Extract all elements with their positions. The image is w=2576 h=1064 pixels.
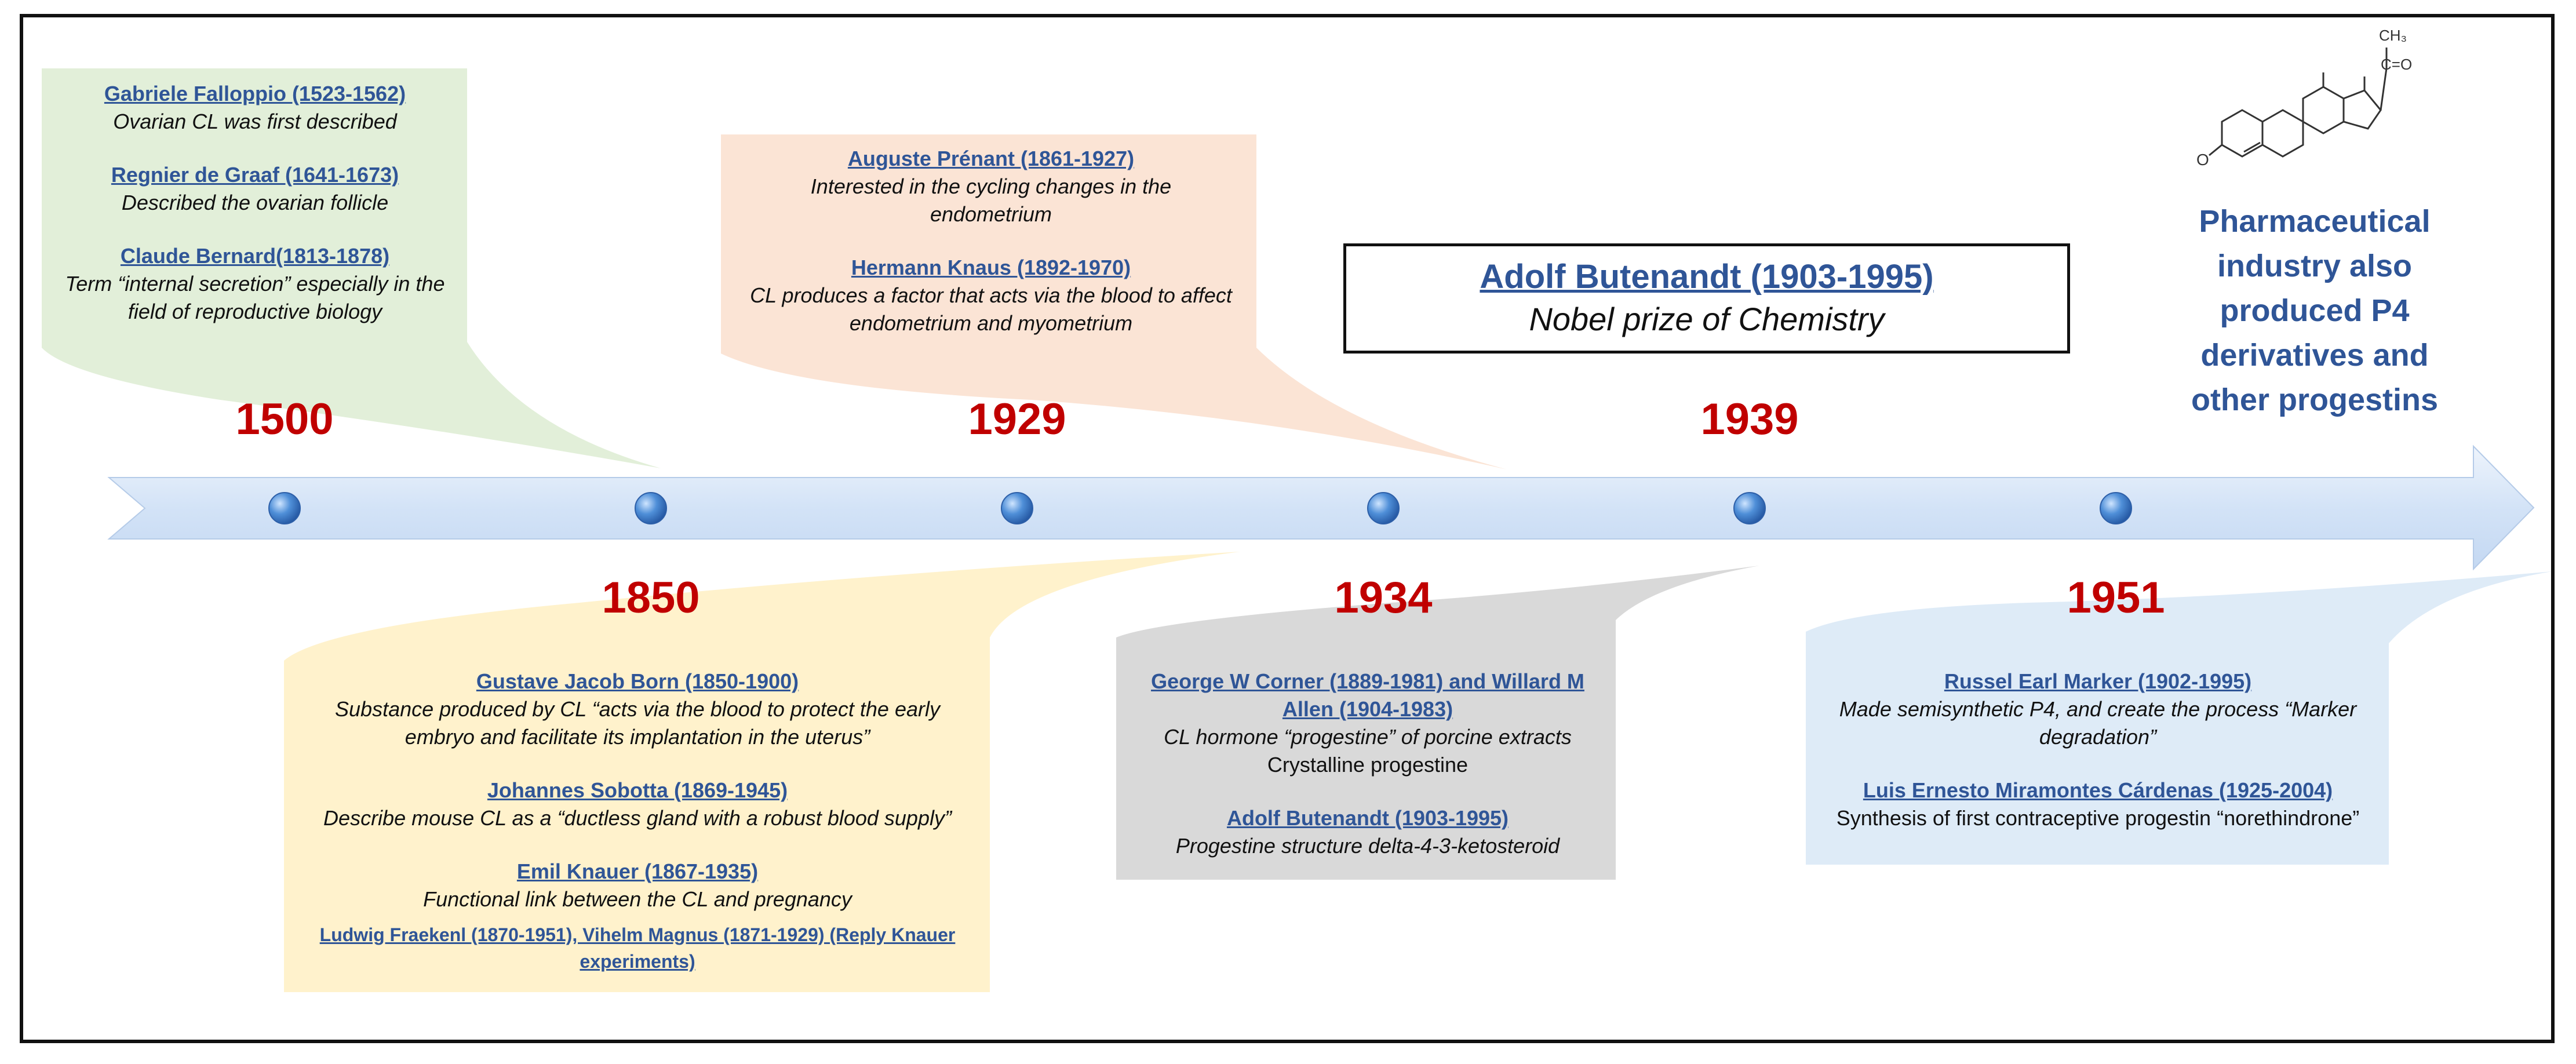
timeline-dot-3 xyxy=(1001,492,1033,524)
year-1929: 1929 xyxy=(968,395,1066,444)
timeline-dot-4 xyxy=(1367,492,1400,524)
year-1951: 1951 xyxy=(2067,573,2165,622)
entry-name-fraenkel-magnus[interactable]: Ludwig Fraekenl (1870-1951), Vihelm Magn… xyxy=(319,924,956,972)
box-1500: Gabriele Falloppio (1523-1562) Ovarian C… xyxy=(58,80,452,326)
timeline-dots xyxy=(268,492,2132,524)
entry-desc-falloppio: Ovarian CL was first described xyxy=(113,110,397,133)
box-1929: Auguste Prénant (1861-1927) Interested i… xyxy=(748,145,1234,337)
entry-desc-born: Substance produced by CL “acts via the b… xyxy=(335,697,940,749)
entry-name-falloppio[interactable]: Gabriele Falloppio (1523-1562) xyxy=(104,82,406,105)
entry-name-born[interactable]: Gustave Jacob Born (1850-1900) xyxy=(476,669,799,693)
callout-1934 xyxy=(1116,566,1759,880)
timeline-dot-5 xyxy=(1733,492,1766,524)
butenandt-name[interactable]: Adolf Butenandt (1903-1995) xyxy=(1480,258,1934,296)
entry-name-marker[interactable]: Russel Earl Marker (1902-1995) xyxy=(1944,669,2252,693)
box-1951: Russel Earl Marker (1902-1995) Made semi… xyxy=(1820,668,2376,832)
entry-desc-corner-allen-1: CL hormone “progestine” of porcine extra… xyxy=(1164,725,1572,749)
pharma-text: Pharmaceutical industry also produced P4… xyxy=(2191,204,2439,417)
year-1939: 1939 xyxy=(1700,395,1799,444)
entry-name-butenandt-1934[interactable]: Adolf Butenandt (1903-1995) xyxy=(1226,806,1509,830)
figure-border xyxy=(20,14,2555,1043)
entry-desc-prenant: Interested in the cycling changes in the… xyxy=(810,174,1172,226)
entry-desc-corner-allen-2: Crystalline progestine xyxy=(1267,753,1469,777)
year-1850: 1850 xyxy=(602,573,700,622)
entry-desc-de-graaf: Described the ovarian follicle xyxy=(121,191,389,214)
box-1934: George W Corner (1889-1981) and Willard … xyxy=(1136,668,1599,860)
entry-desc-sobotta: Describe mouse CL as a “ductless gland w… xyxy=(323,806,952,830)
molecule-label-ketone: C=O xyxy=(2381,56,2412,73)
entry-desc-miramontes: Synthesis of first contraceptive progest… xyxy=(1836,806,2360,830)
timeline-arrow xyxy=(107,444,2535,571)
callout-1929 xyxy=(721,134,1507,469)
callout-1951 xyxy=(1806,571,2552,865)
entry-name-knaus[interactable]: Hermann Knaus (1892-1970) xyxy=(851,256,1131,279)
entry-name-sobotta[interactable]: Johannes Sobotta (1869-1945) xyxy=(487,778,788,802)
timeline-dot-1 xyxy=(268,492,301,524)
timeline-dot-2 xyxy=(635,492,667,524)
callout-1500 xyxy=(42,68,661,468)
year-1500: 1500 xyxy=(235,395,334,444)
butenandt-desc: Nobel prize of Chemistry xyxy=(1529,301,1885,337)
entry-desc-knauer: Functional link between the CL and pregn… xyxy=(423,887,852,911)
entry-desc-knaus: CL produces a factor that acts via the b… xyxy=(750,283,1232,335)
year-1934: 1934 xyxy=(1334,573,1433,622)
box-1850: Gustave Jacob Born (1850-1900) Substance… xyxy=(301,668,974,975)
entry-name-knauer[interactable]: Emil Knauer (1867-1935) xyxy=(516,859,759,883)
entry-name-de-graaf[interactable]: Regnier de Graaf (1641-1673) xyxy=(111,163,399,187)
box-1939: Adolf Butenandt (1903-1995) Nobel prize … xyxy=(1343,243,2070,354)
entry-desc-marker: Made semisynthetic P4, and create the pr… xyxy=(1839,697,2357,749)
entry-name-prenant[interactable]: Auguste Prénant (1861-1927) xyxy=(847,147,1135,170)
entry-desc-butenandt-1934: Progestine structure delta-4-3-ketostero… xyxy=(1175,834,1560,858)
entry-desc-bernard: Term “internal secretion” especially in … xyxy=(65,272,445,323)
molecule-label-methyl: CH₃ xyxy=(2379,27,2407,44)
molecule-label-oxo: O xyxy=(2196,151,2209,169)
entry-name-bernard[interactable]: Claude Bernard(1813-1878) xyxy=(120,244,390,268)
entry-name-miramontes[interactable]: Luis Ernesto Miramontes Cárdenas (1925-2… xyxy=(1863,778,2333,802)
entry-name-corner-allen[interactable]: George W Corner (1889-1981) and Willard … xyxy=(1151,669,1584,721)
callout-1850 xyxy=(284,552,1240,992)
progesterone-molecule xyxy=(2209,48,2388,158)
timeline-dot-6 xyxy=(2100,492,2132,524)
